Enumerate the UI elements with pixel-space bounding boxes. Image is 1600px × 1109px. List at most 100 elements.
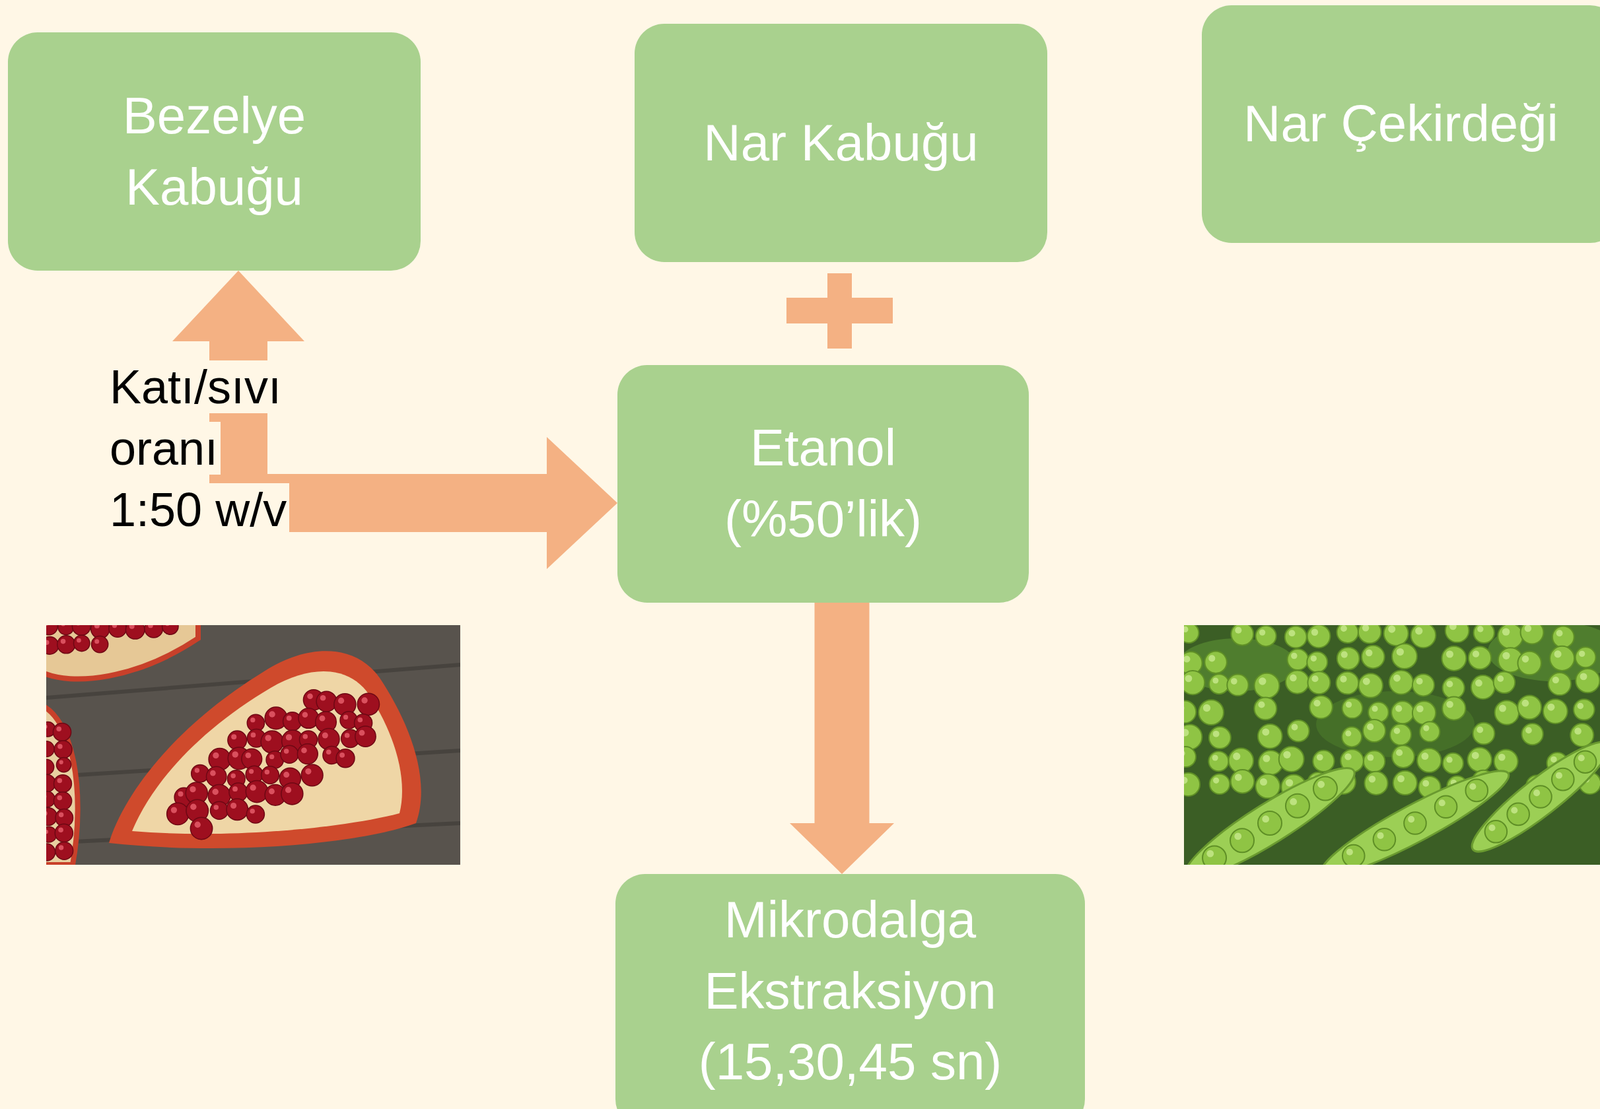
pea-highlight bbox=[1498, 754, 1506, 762]
pea bbox=[1442, 753, 1464, 774]
aril bbox=[336, 749, 355, 768]
pea bbox=[1341, 727, 1362, 747]
pea-highlight bbox=[1345, 730, 1352, 737]
aril-highlight bbox=[57, 778, 63, 784]
arrow-shaft bbox=[238, 340, 548, 504]
pea bbox=[1442, 697, 1466, 721]
pea-highlight bbox=[1423, 725, 1429, 732]
pea bbox=[1208, 751, 1229, 772]
pea-highlight bbox=[1289, 674, 1297, 683]
pea-highlight bbox=[1547, 703, 1555, 712]
pea-highlight bbox=[1446, 756, 1453, 763]
pea-highlight bbox=[1388, 626, 1396, 634]
aril-highlight bbox=[231, 751, 238, 758]
aril-highlight bbox=[165, 625, 170, 627]
pea bbox=[1506, 803, 1530, 827]
pea-highlight bbox=[1396, 648, 1404, 656]
aril-highlight bbox=[46, 640, 49, 646]
pea bbox=[1255, 626, 1276, 647]
pea bbox=[1337, 647, 1360, 671]
pea bbox=[1445, 625, 1470, 643]
pea-highlight bbox=[1393, 727, 1401, 735]
aril-highlight bbox=[230, 802, 237, 809]
aril bbox=[280, 745, 299, 764]
pea-highlight bbox=[1476, 727, 1484, 734]
pea bbox=[1257, 811, 1282, 836]
pea-highlight bbox=[1234, 773, 1243, 782]
plus-sign bbox=[786, 273, 893, 349]
aril bbox=[281, 783, 304, 805]
aril bbox=[210, 801, 229, 820]
aril bbox=[260, 730, 284, 754]
pea bbox=[1209, 727, 1231, 749]
aril bbox=[46, 637, 59, 656]
pea bbox=[1335, 672, 1359, 695]
aril-highlight bbox=[249, 808, 255, 815]
pea bbox=[1204, 651, 1227, 674]
pea bbox=[1257, 724, 1283, 749]
aril bbox=[58, 625, 74, 636]
aril bbox=[108, 625, 127, 638]
pea-highlight bbox=[1316, 754, 1324, 761]
pea bbox=[1363, 750, 1385, 772]
pea bbox=[1485, 820, 1508, 844]
box-label: Nar Kabuğu bbox=[703, 107, 978, 179]
pea-highlight bbox=[1213, 777, 1219, 784]
pea bbox=[1412, 674, 1435, 696]
aril bbox=[91, 635, 109, 653]
pea bbox=[1575, 647, 1597, 668]
aril bbox=[357, 693, 380, 716]
aril-highlight bbox=[250, 732, 257, 739]
aril-highlight bbox=[171, 806, 177, 813]
pea-highlight bbox=[1283, 751, 1291, 759]
pea bbox=[1183, 773, 1200, 797]
aril-highlight bbox=[343, 715, 348, 720]
pea bbox=[1411, 625, 1437, 648]
aril-highlight bbox=[59, 760, 64, 765]
pea bbox=[1255, 774, 1280, 800]
pea-highlight bbox=[1185, 674, 1193, 683]
pea bbox=[1389, 670, 1414, 695]
pea-highlight bbox=[1475, 679, 1483, 687]
pea-highlight bbox=[1183, 704, 1185, 712]
pea-highlight bbox=[1362, 678, 1371, 686]
pea-highlight bbox=[1533, 789, 1540, 797]
aril bbox=[144, 625, 164, 638]
aril-highlight bbox=[283, 748, 290, 755]
pea bbox=[1403, 812, 1427, 835]
pea bbox=[1570, 723, 1594, 747]
pea bbox=[1286, 649, 1309, 671]
pea bbox=[1548, 672, 1571, 696]
pea-highlight bbox=[1510, 806, 1518, 814]
aril bbox=[245, 780, 268, 803]
pea-highlight bbox=[1407, 816, 1415, 823]
pea-highlight bbox=[1522, 655, 1530, 663]
aril-highlight bbox=[231, 734, 237, 740]
pea bbox=[1279, 746, 1305, 772]
aril-highlight bbox=[46, 725, 48, 730]
aril-highlight bbox=[60, 639, 67, 645]
pea-highlight bbox=[1395, 749, 1403, 757]
aril-highlight bbox=[338, 697, 345, 704]
pea bbox=[1471, 675, 1496, 700]
pea bbox=[1465, 779, 1488, 803]
pea bbox=[1253, 697, 1277, 721]
aril-highlight bbox=[58, 827, 64, 833]
peas-photo bbox=[1183, 625, 1600, 866]
pea-highlight bbox=[1290, 653, 1298, 660]
pea bbox=[1209, 773, 1231, 795]
pea bbox=[1364, 771, 1388, 796]
pea bbox=[1226, 674, 1249, 696]
aril bbox=[46, 741, 55, 758]
aril bbox=[191, 764, 210, 783]
pea-highlight bbox=[1346, 849, 1354, 856]
pea-highlight bbox=[1257, 701, 1265, 708]
pea-highlight bbox=[1213, 730, 1220, 738]
arrow-shaft bbox=[814, 602, 870, 825]
pea-highlight bbox=[1416, 705, 1424, 713]
pea-highlight bbox=[1496, 675, 1504, 683]
process-box: Etanol (%50’lik) bbox=[617, 365, 1029, 603]
arrowhead bbox=[172, 270, 305, 342]
pea bbox=[1287, 720, 1310, 743]
pea bbox=[1543, 699, 1568, 724]
